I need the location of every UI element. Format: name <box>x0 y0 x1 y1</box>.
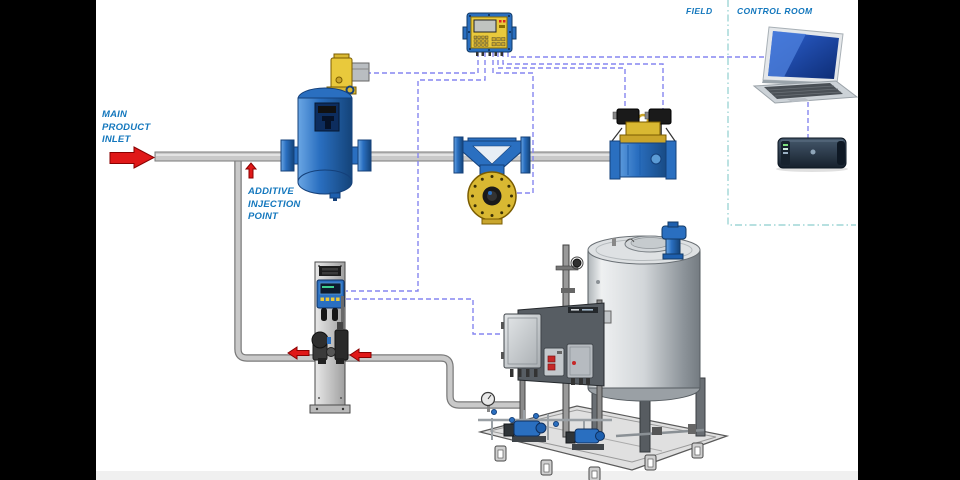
dual-solenoid-control-valve-icon <box>609 108 677 180</box>
skid-piping <box>478 391 705 440</box>
main-inlet-arrow <box>109 146 156 169</box>
flow-computer-controller-icon <box>462 12 517 56</box>
additive-injection-pump-stand-icon <box>309 261 351 414</box>
main-product-pipe <box>154 151 616 162</box>
junction-box-small <box>566 343 594 385</box>
junction-box-large <box>501 313 542 377</box>
injection-pump-heads <box>311 322 349 364</box>
zone-divider-line <box>727 0 856 226</box>
signal-controller-to-pump <box>346 52 486 292</box>
junction-box-buttons <box>543 347 565 377</box>
metering-pump-2 <box>565 428 605 450</box>
flow-arrows <box>109 146 372 362</box>
control-room-zone-label: CONTROL ROOM <box>737 6 813 16</box>
pd-flow-meter-icon <box>453 136 531 225</box>
metering-pump-1 <box>503 420 547 442</box>
agitator-motor-icon <box>661 221 687 260</box>
additive-injection-point-label: ADDITIVE INJECTION POINT <box>248 186 301 222</box>
signal-controller-to-flowmeter <box>492 52 534 194</box>
strainer-vessel-icon <box>280 53 372 201</box>
signal-lines <box>346 52 809 335</box>
signal-controller-to-laptop <box>507 52 770 58</box>
signal-controller-to-valve-right <box>502 52 664 110</box>
signal-pump-to-skid <box>346 298 503 335</box>
pump-controller-icon <box>316 279 345 309</box>
signal-controller-to-solenoid <box>368 52 479 74</box>
pump-discharge-arrow <box>287 346 310 360</box>
main-product-inlet-label: MAIN PRODUCT INLET <box>102 109 151 145</box>
additive-tank <box>587 235 701 402</box>
additive-tank-skid-icon <box>477 221 730 480</box>
communications-interface-icon <box>776 137 848 172</box>
pump-suction-arrow <box>349 348 372 362</box>
additive-pipe <box>234 161 522 409</box>
field-zone-label: FIELD <box>686 6 713 16</box>
additive-injection-arrow <box>244 162 258 179</box>
control-room-laptop-icon <box>752 26 859 104</box>
skid-feet <box>494 442 704 480</box>
signal-controller-to-valve-left <box>497 52 626 110</box>
